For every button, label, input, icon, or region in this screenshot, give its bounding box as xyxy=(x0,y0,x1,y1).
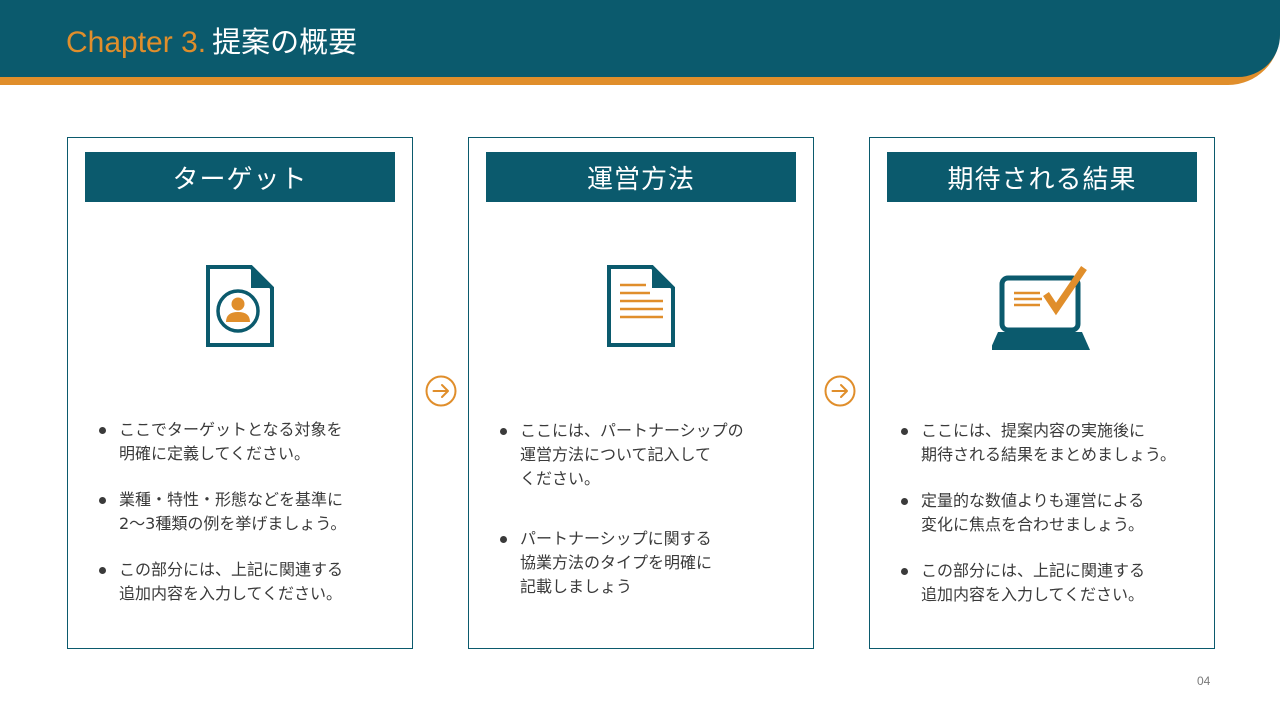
card-expected-results: 期待される結果 ここには、提案内容の実施後に 期待される結果をまとめましょう。 … xyxy=(869,137,1215,649)
card-target: ターゲット ここでターゲットとなる対象を 明確に定義してください。 業種・特性・… xyxy=(67,137,413,649)
bullet-list: ここでターゲットとなる対象を 明確に定義してください。 業種・特性・形態などを基… xyxy=(98,418,402,628)
page-number: 04 xyxy=(1197,674,1211,688)
bullet-item: パートナーシップに関する 協業方法のタイプを明確に 記載しましょう xyxy=(499,527,803,599)
card-operation-method: 運営方法 ここには、パートナーシップの 運営方法について記入して ください。 パ… xyxy=(468,137,814,649)
card-title: 期待される結果 xyxy=(887,152,1197,202)
bullet-list: ここには、提案内容の実施後に 期待される結果をまとめましょう。 定量的な数値より… xyxy=(900,419,1204,629)
bullet-item: ここには、提案内容の実施後に 期待される結果をまとめましょう。 xyxy=(900,419,1204,467)
document-lines-icon xyxy=(606,264,676,352)
page-title: Chapter 3.提案の概要 xyxy=(66,22,357,62)
bullet-item: 定量的な数値よりも運営による 変化に焦点を合わせましょう。 xyxy=(900,489,1204,537)
header-background xyxy=(0,0,1280,77)
card-title: 運営方法 xyxy=(486,152,796,202)
laptop-check-icon xyxy=(990,264,1092,358)
arrow-right-circle-icon xyxy=(824,375,856,407)
bullet-item: ここでターゲットとなる対象を 明確に定義してください。 xyxy=(98,418,402,466)
slide-header: Chapter 3.提案の概要 xyxy=(0,0,1280,110)
chapter-label: Chapter 3. xyxy=(66,26,207,59)
arrow-right-circle-icon xyxy=(425,375,457,407)
bullet-item: 業種・特性・形態などを基準に 2〜3種類の例を挙げましょう。 xyxy=(98,488,402,536)
bullet-item: この部分には、上記に関連する 追加内容を入力してください。 xyxy=(900,559,1204,607)
bullet-list: ここには、パートナーシップの 運営方法について記入して ください。 パートナーシ… xyxy=(499,419,803,635)
document-user-icon xyxy=(205,264,275,352)
title-text: 提案の概要 xyxy=(212,25,358,59)
bullet-item: ここには、パートナーシップの 運営方法について記入して ください。 xyxy=(499,419,803,491)
bullet-item: この部分には、上記に関連する 追加内容を入力してください。 xyxy=(98,558,402,606)
card-title: ターゲット xyxy=(85,152,395,202)
